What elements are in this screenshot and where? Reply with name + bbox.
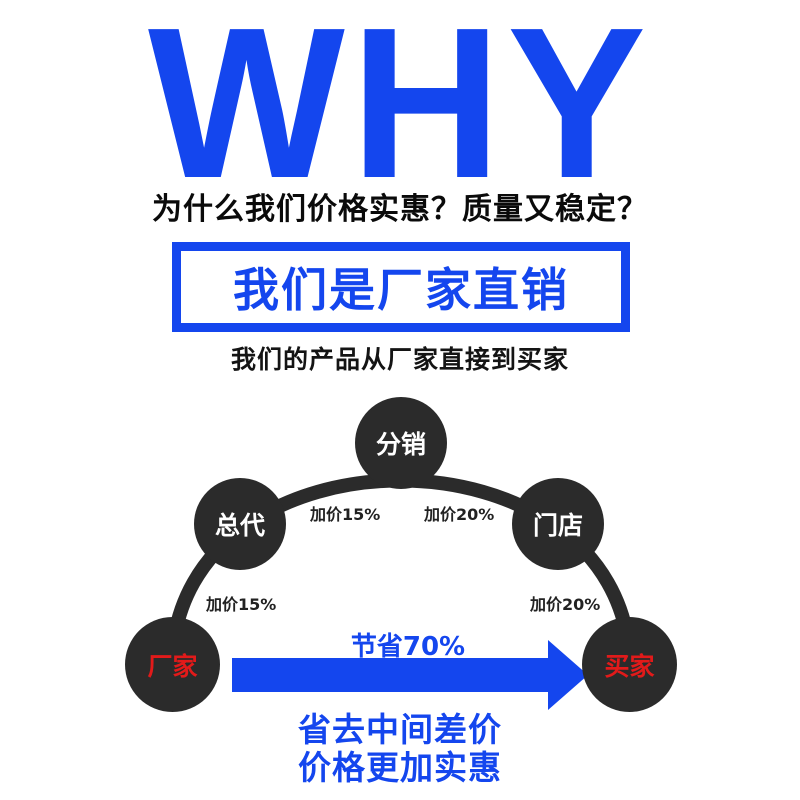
- buyer-label: 买家: [604, 651, 655, 681]
- general-agent-label: 总代: [214, 511, 265, 540]
- markup-store-to-buyer: 加价20%: [530, 595, 601, 614]
- subtitle: 我们的产品从厂家直接到买家: [230, 345, 569, 374]
- savings-arrow: [232, 640, 588, 710]
- markup-factory-to-agent: 加价15%: [206, 595, 277, 614]
- slogan-inner: 我们是厂家直销: [181, 251, 621, 323]
- bottom-line-2: 价格更加实惠: [298, 748, 502, 787]
- slogan-box: 我们是厂家直销: [172, 242, 630, 332]
- factory-label: 厂家: [147, 651, 198, 681]
- store-label: 门店: [532, 511, 583, 540]
- distributor-label: 分销: [375, 430, 426, 459]
- slogan-text: 我们是厂家直销: [233, 263, 569, 317]
- markup-agent-to-distributor: 加价15%: [310, 505, 381, 524]
- why-headline: WHY: [147, 0, 653, 223]
- factory-node: 厂家: [125, 617, 220, 712]
- general-agent-node: 总代: [194, 478, 286, 570]
- store-node: 门店: [512, 478, 604, 570]
- buyer-node: 买家: [582, 617, 677, 712]
- savings-label: 节省70%: [350, 632, 466, 662]
- bottom-line-1: 省去中间差价: [298, 710, 502, 749]
- markup-distributor-to-store: 加价20%: [424, 505, 495, 524]
- question-line: 为什么我们价格实惠？质量又稳定？: [152, 192, 648, 227]
- distributor-node: 分销: [355, 397, 447, 489]
